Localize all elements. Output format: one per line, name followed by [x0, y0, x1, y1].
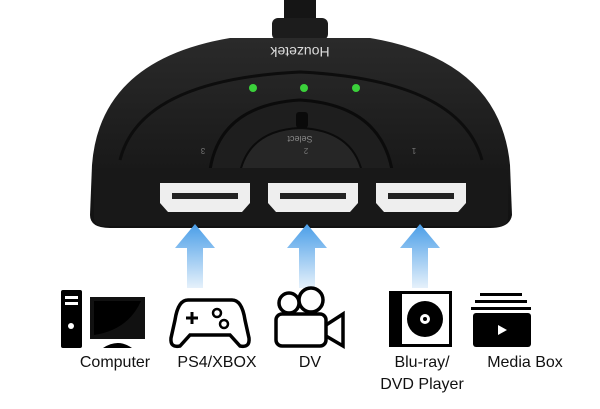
port-number-3: 3	[200, 146, 205, 155]
device-label-ps4-xbox: PS4/XBOX	[177, 354, 257, 371]
video-camera-icon	[274, 286, 345, 350]
gamepad-icon	[169, 298, 251, 349]
port-number-2: 2	[303, 146, 308, 155]
device-label-media-box: Media Box	[487, 354, 563, 371]
led-1	[352, 84, 360, 92]
hdmi-port-3	[160, 183, 250, 212]
input-arrows	[175, 224, 440, 288]
select-label: Select	[287, 134, 313, 144]
device-label-dvd-player: DVD Player	[380, 376, 464, 393]
arrow-up-icon	[400, 224, 440, 288]
led-2	[300, 84, 308, 92]
device-label-dv: DV	[298, 354, 322, 371]
brand-logo: Houzetek	[269, 44, 329, 60]
hdmi-port-2	[268, 183, 358, 212]
device-label-bluray: Blu-ray/	[394, 354, 450, 371]
media-box-icon	[471, 293, 531, 347]
hdmi-ports	[160, 183, 466, 212]
device-label-computer: Computer	[79, 354, 151, 371]
port-number-1: 1	[411, 146, 416, 155]
led-3	[249, 84, 257, 92]
hdmi-cable	[272, 0, 328, 40]
select-button[interactable]	[296, 112, 308, 128]
arrow-up-icon	[175, 224, 215, 288]
disc-player-icon	[389, 291, 452, 347]
computer-icon	[61, 290, 145, 348]
hdmi-port-1	[376, 183, 466, 212]
status-leds	[249, 84, 360, 92]
arrow-up-icon	[287, 224, 327, 288]
